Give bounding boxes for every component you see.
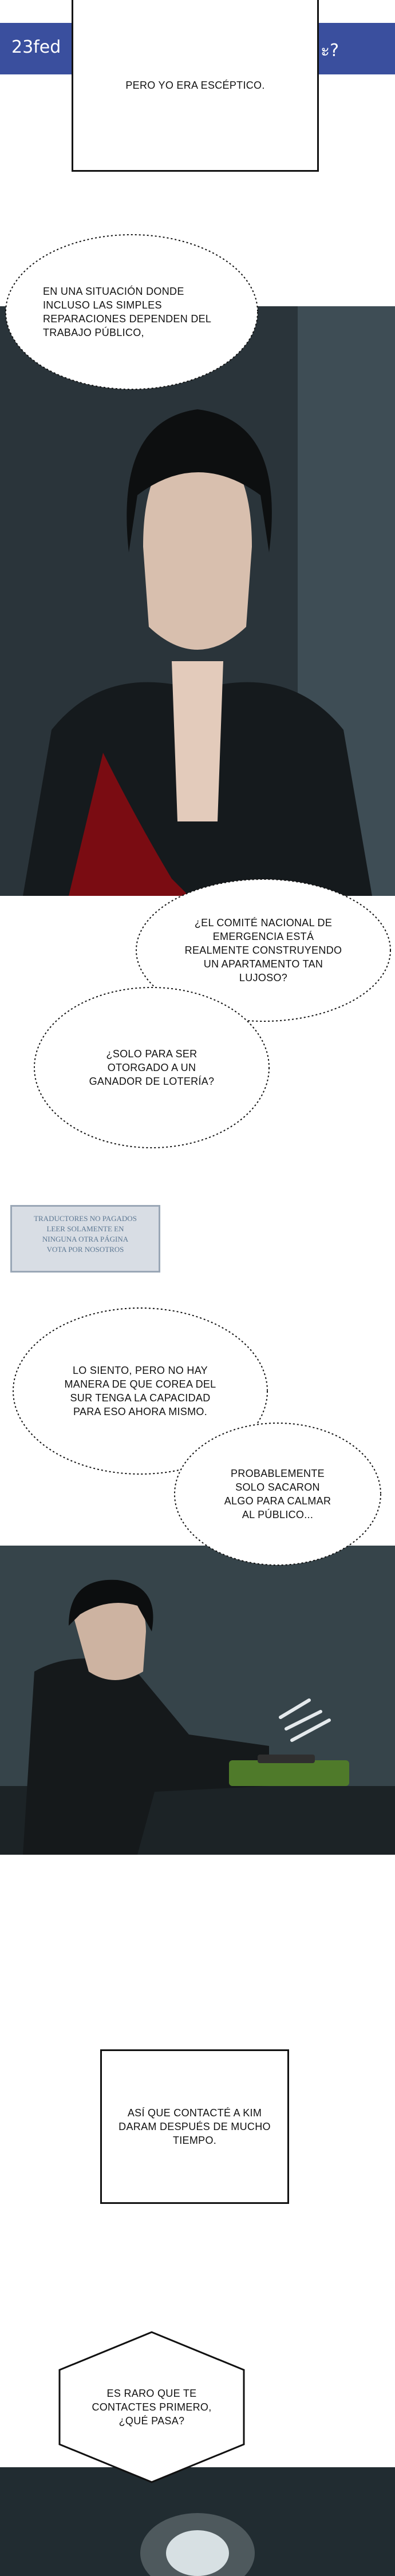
bubble-text-4: ¿Solo para ser otorgado a un ganador de … [89, 1048, 215, 1087]
chat-text-left: 23fed [11, 37, 61, 57]
bubble-text-3: ¿El Comité Nacional de Emergencia está r… [184, 917, 342, 983]
caption-text-8: Es raro que te contactes primero, ¿qué p… [92, 2388, 212, 2427]
speech-bubble-5: Lo siento, pero no hay manera de que Cor… [9, 1305, 272, 1477]
speech-bubble-6: Probablemente solo sacaron algo para cal… [172, 1420, 384, 1568]
bubble-spikes-3 [136, 879, 391, 1022]
bubble-text-6: Probablemente solo sacaron algo para cal… [224, 1468, 331, 1520]
bubble-spikes-6 [174, 1423, 381, 1566]
watermark-box: Traductores no pagados Leer solamente en… [10, 1205, 160, 1273]
watermark-line-2: Leer solamente en [46, 1224, 124, 1233]
panel-man-thinking [0, 306, 395, 896]
watermark-line-1: Traductores no pagados [34, 1214, 137, 1223]
bubble-spikes-2 [5, 234, 258, 390]
man-illustration [0, 306, 395, 896]
caption-hexagon-8: Es raro que te contactes primero, ¿qué p… [57, 2330, 246, 2484]
speech-bubble-2: En una situación donde incluso las simpl… [0, 229, 263, 395]
bubble-text-5: Lo siento, pero no hay manera de que Cor… [64, 1365, 216, 1417]
table-scene-illustration [0, 1546, 395, 1855]
speech-bubble-4: ¿Solo para ser otorgado a un ganador de … [31, 985, 272, 1151]
watermark-line-3: Ninguna otra página [42, 1235, 129, 1243]
bottom-lamp-illustration [0, 2467, 395, 2576]
chat-text-right: ะ? [321, 41, 339, 61]
caption-box-7: Así que contacté a Kim Daram después de … [100, 2049, 289, 2204]
caption-text-1: Pero yo era escéptico. [125, 79, 265, 91]
caption-box-1: Pero yo era escéptico. [72, 0, 319, 172]
bubble-spikes-5 [13, 1307, 268, 1475]
speech-bubble-3: ¿El Comité Nacional de Emergencia está r… [132, 876, 395, 1025]
watermark-line-4: Vota por nosotros [46, 1245, 124, 1254]
caption-text-7: Así que contacté a Kim Daram después de … [118, 2107, 271, 2146]
bubble-text-2: En una situación donde incluso las simpl… [43, 286, 211, 338]
panel-man-table [0, 1546, 395, 1855]
panel-bottom-dark [0, 2467, 395, 2576]
hexagon-shape [58, 2331, 245, 2483]
bubble-spikes-4 [34, 987, 270, 1148]
